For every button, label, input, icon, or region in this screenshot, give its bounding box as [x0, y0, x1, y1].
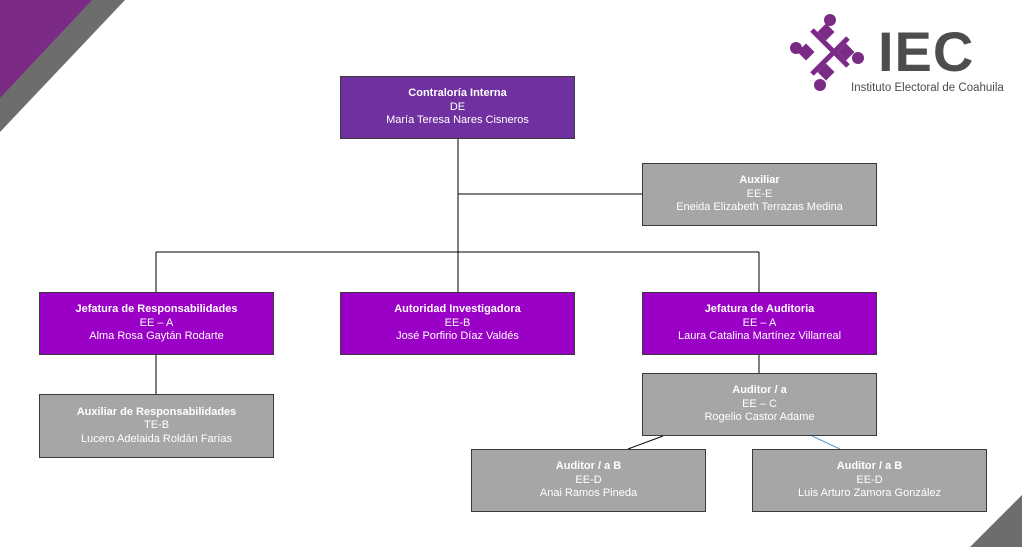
node-title: Auditor / a B [836, 460, 903, 473]
node-auxiliar-responsabilidades: Auxiliar de Responsabilidades TE-B Lucer… [39, 394, 274, 458]
node-auditor-b-2: Auditor / a B EE-D Luis Arturo Zamora Go… [752, 449, 987, 512]
node-autoridad-investigadora: Autoridad Investigadora EE-B José Porfir… [340, 292, 575, 355]
node-person: María Teresa Nares Cisneros [386, 114, 529, 127]
top-left-corner-decoration [0, 0, 125, 132]
bottom-right-corner-decoration [970, 495, 1022, 547]
node-person: José Porfirio Díaz Valdés [396, 330, 519, 343]
node-title: Autoridad Investigadora [394, 303, 521, 316]
node-auxiliar: Auxiliar EE-E Eneida Elizabeth Terrazas … [642, 163, 877, 226]
node-level: EE-D [575, 473, 602, 486]
logo-acronym: IEC [878, 20, 975, 83]
logo-institution-name: Instituto Electoral de Coahuila [851, 82, 1004, 94]
node-person: Rogelio Castor Adame [704, 411, 815, 424]
node-title: Auxiliar [739, 174, 780, 187]
node-level: EE-E [746, 187, 773, 200]
node-contraloria-interna: Contraloría Interna DE María Teresa Nare… [340, 76, 575, 139]
node-level: DE [449, 100, 466, 113]
node-level: EE – C [742, 397, 777, 410]
node-title: Auxiliar de Responsabilidades [76, 405, 237, 418]
node-auditor: Auditor / a EE – C Rogelio Castor Adame [642, 373, 877, 436]
node-jefatura-auditoria: Jefatura de Auditoria EE – A Laura Catal… [642, 292, 877, 355]
node-level: TE-B [143, 419, 170, 432]
iec-logo-mark [790, 14, 864, 91]
node-auditor-b-1: Auditor / a B EE-D Anai Ramos Pineda [471, 449, 706, 512]
node-level: EE-B [444, 316, 471, 329]
node-level: EE – A [742, 316, 777, 329]
node-person: Luis Arturo Zamora González [797, 487, 942, 500]
node-level: EE – A [139, 316, 174, 329]
node-title: Jefatura de Responsabilidades [75, 303, 238, 316]
node-person: Anai Ramos Pineda [539, 487, 638, 500]
node-title: Auditor / a [732, 384, 787, 397]
node-title: Auditor / a B [555, 460, 622, 473]
node-person: Eneida Elizabeth Terrazas Medina [676, 201, 843, 214]
node-title: Jefatura de Auditoria [704, 303, 815, 316]
node-person: Lucero Adelaida Roldán Farías [80, 432, 233, 445]
node-title: Contraloría Interna [408, 87, 507, 100]
node-person: Laura Catalina Martínez Villarreal [677, 330, 842, 343]
node-level: EE-D [856, 473, 883, 486]
node-jefatura-responsabilidades: Jefatura de Responsabilidades EE – A Alm… [39, 292, 274, 355]
node-person: Alma Rosa Gaytán Rodarte [89, 330, 224, 343]
